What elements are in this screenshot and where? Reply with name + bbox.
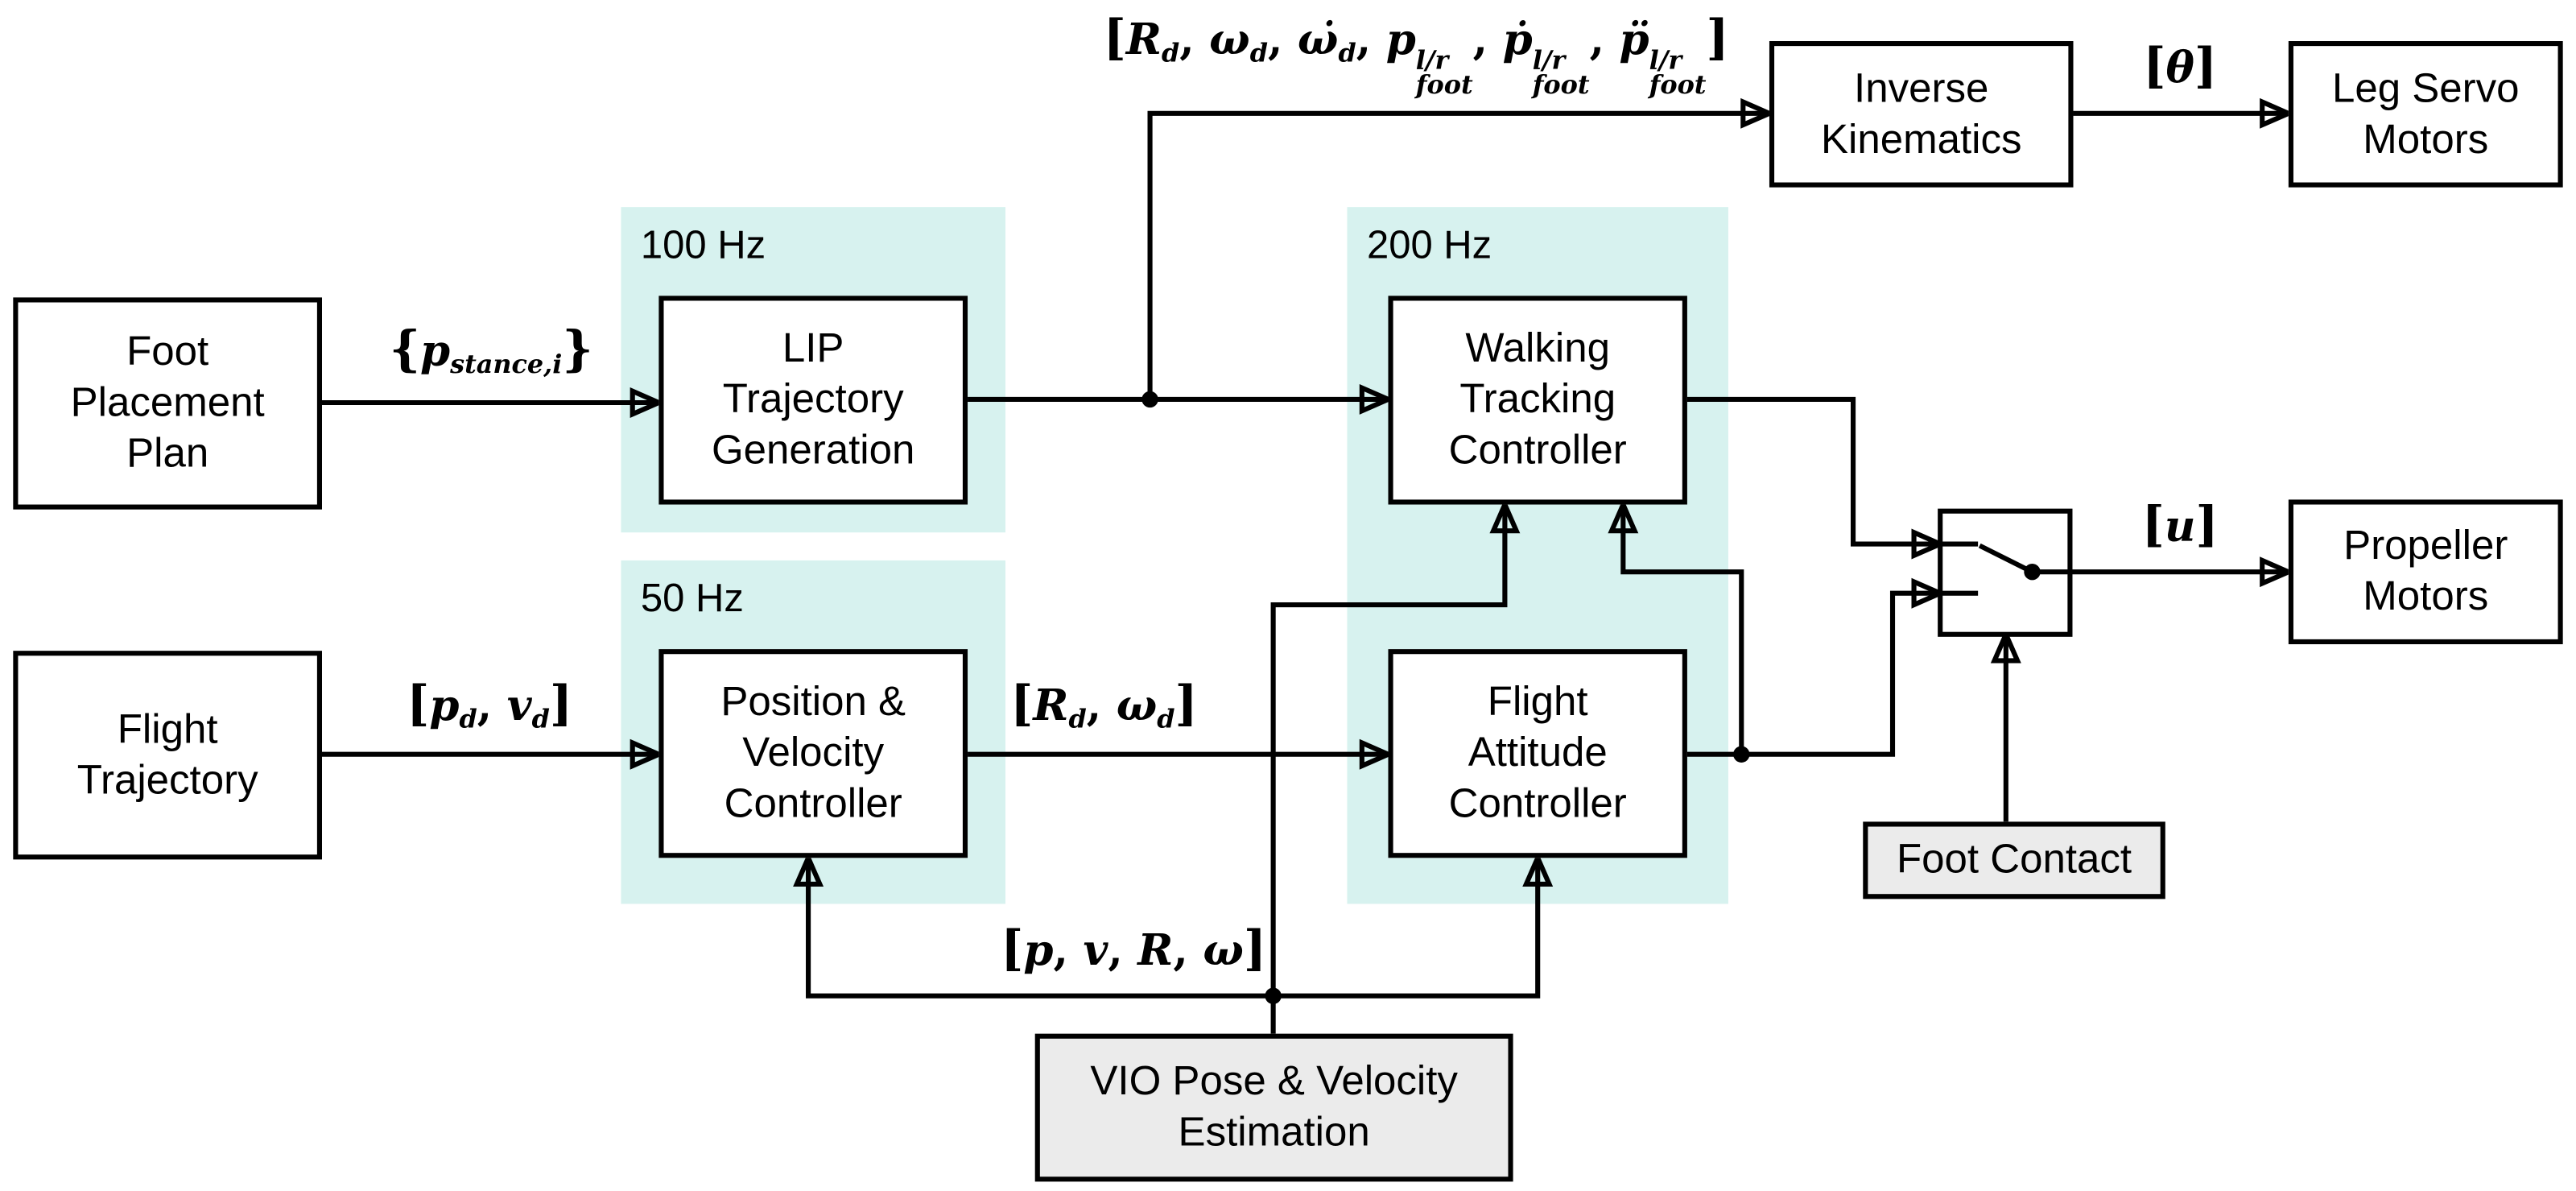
label-flight-reference: [pd, vd] <box>407 676 573 734</box>
wire-branch-to-inverse-kinematics <box>1147 97 1776 399</box>
wire-walking-controller-to-switch <box>1686 396 1946 560</box>
block-flight-attitude-controller: Flight Attitude Controller <box>1388 649 1687 858</box>
label-motor-command: [u] <box>2141 496 2219 552</box>
wire-vio-to-position-controller <box>793 851 1274 999</box>
label-stance-feet: {pstance,i} <box>389 320 593 380</box>
block-foot-contact: Foot Contact <box>1863 821 2165 899</box>
wire-attitude-to-walking-feedback <box>1608 498 1744 755</box>
junction-dot <box>1141 391 1158 408</box>
block-label: LIP Trajectory Generation <box>711 325 915 474</box>
block-foot-placement-plan: Foot Placement Plan <box>13 297 322 510</box>
block-propeller-motors: Propeller Motors <box>2288 499 2563 644</box>
block-walking-tracking-controller: Walking Tracking Controller <box>1388 296 1687 505</box>
block-label: Foot Placement Plan <box>70 329 265 477</box>
block-inverse-kinematics: Inverse Kinematics <box>1769 41 2074 188</box>
wire-attitude-controller-to-switch <box>1686 577 1946 757</box>
block-label: Leg Servo Motors <box>2331 64 2520 163</box>
block-lip-trajectory-generation: LIP Trajectory Generation <box>658 296 968 505</box>
junction-dot <box>1733 746 1750 763</box>
block-leg-servo-motors: Leg Servo Motors <box>2288 41 2563 188</box>
switch-lever-icon <box>1978 543 2033 574</box>
block-label: Foot Contact <box>1896 836 2132 883</box>
label-state-estimate: [p, v, R, ω] <box>1001 920 1267 977</box>
junction-dot <box>1265 987 1282 1004</box>
block-label: VIO Pose & Velocity Estimation <box>1090 1058 1458 1156</box>
rate-label-200hz: 200 Hz <box>1366 223 1492 268</box>
wire-vio-to-attitude-controller <box>1273 851 1554 999</box>
block-label: Propeller Motors <box>2343 522 2508 620</box>
label-attitude-reference: [Rd, ωd] <box>1010 676 1198 734</box>
rate-label-50hz: 50 Hz <box>640 577 744 622</box>
block-position-velocity-controller: Position & Velocity Controller <box>658 649 968 858</box>
block-label: Flight Trajectory <box>76 705 258 803</box>
rate-label-100hz: 100 Hz <box>640 223 766 268</box>
block-flight-trajectory: Flight Trajectory <box>13 651 322 860</box>
block-label: Walking Tracking Controller <box>1448 325 1627 474</box>
label-joint-angles: [θ] <box>2143 37 2217 94</box>
block-label: Inverse Kinematics <box>1820 64 2022 163</box>
block-label: Position & Velocity Controller <box>720 678 906 827</box>
wire-vio-to-walking-controller <box>1270 498 1521 1034</box>
block-label: Flight Attitude Controller <box>1448 678 1627 827</box>
block-vio-estimation: VIO Pose & Velocity Estimation <box>1034 1033 1513 1182</box>
